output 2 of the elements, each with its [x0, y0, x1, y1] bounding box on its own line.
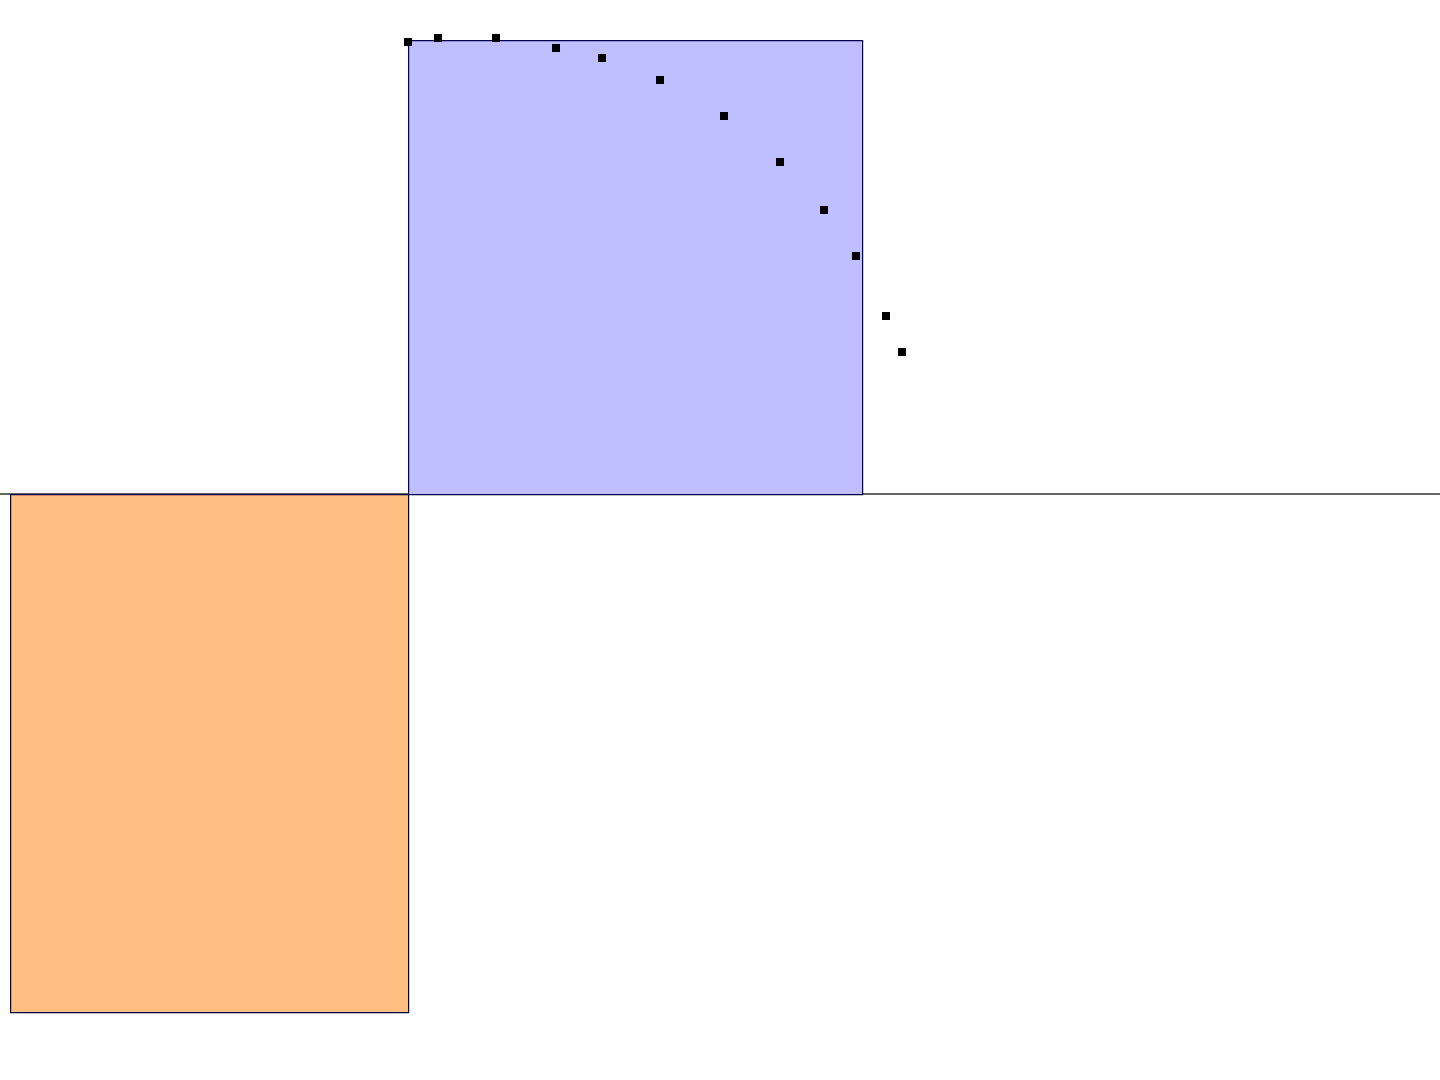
filled-box — [10, 494, 410, 1014]
filled-box — [408, 40, 864, 496]
